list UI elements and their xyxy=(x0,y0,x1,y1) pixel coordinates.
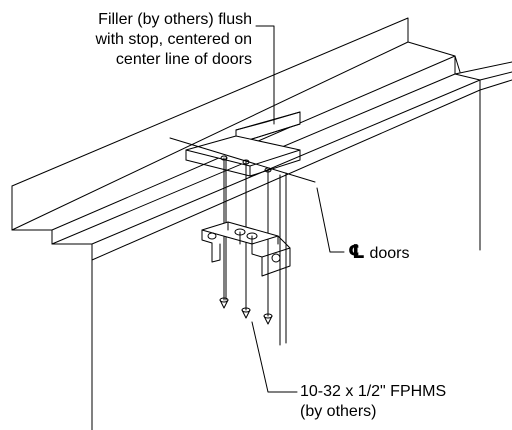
leader-centerline xyxy=(316,187,345,253)
callout-filler-line1: Filler (by others) flush xyxy=(98,11,252,28)
centerline-symbol-icon: ℄ xyxy=(348,241,366,263)
callout-centerline-label: doors xyxy=(369,245,410,262)
pivot-bracket xyxy=(201,221,291,277)
callout-screws-line2: (by others) xyxy=(300,403,377,420)
callout-screws: 10-32 x 1/2" FPHMS (by others) xyxy=(300,382,446,422)
callout-screws-line1: 10-32 x 1/2" FPHMS xyxy=(300,383,447,400)
screw-holes xyxy=(220,155,272,173)
center-line xyxy=(169,137,316,183)
callout-centerline: ℄ doors xyxy=(348,242,410,264)
callout-filler-line3: center line of doors xyxy=(115,51,252,68)
callout-filler-line2: with stop, centered on xyxy=(95,31,252,48)
door-right xyxy=(279,89,481,346)
leader-screws xyxy=(251,321,298,393)
mounting-plate xyxy=(185,135,301,177)
screw-1 xyxy=(219,297,229,309)
screw-2 xyxy=(241,307,251,319)
screw-3 xyxy=(263,313,273,325)
leader-filler xyxy=(255,25,275,125)
callout-filler: Filler (by others) flush with stop, cent… xyxy=(20,10,252,70)
